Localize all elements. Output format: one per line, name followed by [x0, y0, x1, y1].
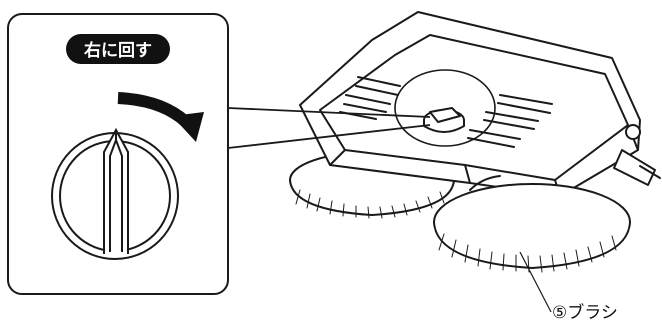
brush-callout-label: ⑤ブラシ — [552, 302, 618, 323]
clockwise-arrow-icon — [117, 92, 204, 142]
housing-knob — [423, 107, 465, 133]
callout-number: ⑤ — [552, 303, 567, 323]
callout-text: ブラシ — [567, 302, 618, 323]
brush-callout: ⑤ブラシ — [519, 251, 618, 323]
rotate-right-badge: 右に回す — [66, 34, 170, 64]
sweeper-illustration — [289, 11, 661, 273]
rotate-right-label: 右に回す — [84, 40, 152, 61]
brush-leader-line — [519, 251, 552, 313]
right-vents — [467, 94, 553, 148]
front-brush — [433, 175, 631, 273]
knob-inset-panel: 右に回す — [7, 13, 229, 295]
side-hinge — [613, 124, 661, 186]
sweeper-housing — [299, 11, 661, 197]
zoom-leader-lines — [227, 107, 431, 149]
knob-dial-icon — [51, 127, 179, 260]
